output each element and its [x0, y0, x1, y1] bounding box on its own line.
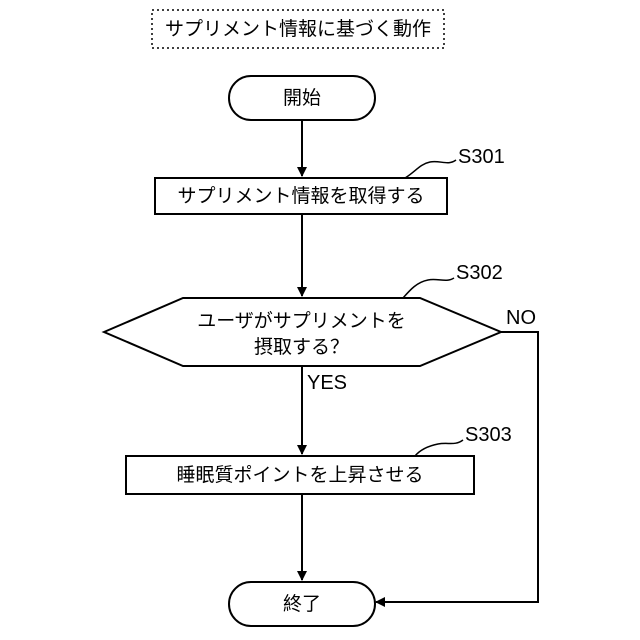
start-label: 開始: [229, 87, 375, 109]
diagram-title: サプリメント情報に基づく動作: [152, 18, 444, 40]
step-leader-s302: [403, 278, 454, 298]
end-label: 終了: [229, 593, 375, 615]
step-id-s301: S301: [458, 146, 505, 168]
branch-yes-label: YES: [307, 372, 347, 394]
step-leader-s301: [405, 160, 456, 178]
step-id-s303: S303: [465, 424, 512, 446]
step-text-s302-line2: 摂取する？: [183, 336, 420, 358]
step-text-s301: サプリメント情報を取得する: [155, 185, 447, 207]
branch-no-label: NO: [506, 307, 536, 329]
step-leader-s303: [415, 440, 463, 456]
step-id-s302: S302: [456, 262, 503, 284]
step-text-s302-line1: ユーザがサプリメントを: [183, 310, 420, 332]
step-text-s303: 睡眠質ポイントを上昇させる: [126, 464, 474, 486]
